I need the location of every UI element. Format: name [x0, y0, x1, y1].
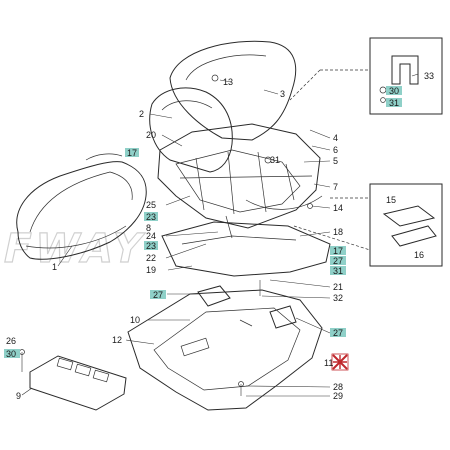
backrest-part-2 [149, 87, 233, 173]
callout-27-left: 27 [153, 290, 163, 300]
rear-cushion-part-3 [169, 40, 297, 141]
underbody-panel-part-12 [127, 285, 323, 411]
callout-17-right: 17 [333, 246, 343, 256]
watermark: GFWAY [0, 224, 151, 271]
inset-bracket [289, 37, 443, 115]
callout-27-right: 27 [333, 328, 343, 338]
callout-14: 14 [333, 203, 343, 213]
callout-10: 10 [130, 315, 140, 325]
callout-31-right: 31 [333, 266, 343, 276]
callout-7: 7 [333, 182, 338, 192]
inset-gasket [293, 183, 443, 267]
callout-4: 4 [333, 133, 338, 143]
callout-30-right: 27 [333, 256, 343, 266]
callout-9: 9 [16, 391, 21, 401]
red-marker-icon [331, 353, 349, 371]
callout-8: 8 [146, 223, 151, 233]
callout-3: 3 [280, 89, 285, 99]
callout-20: 20 [146, 130, 156, 140]
callout-30-left: 30 [6, 349, 16, 359]
callout-19: 19 [146, 265, 156, 275]
callout-17-left: 17 [127, 148, 137, 158]
callout-15: 15 [386, 195, 396, 205]
callout-11: 11 [324, 358, 333, 368]
callout-24: 24 [146, 231, 156, 241]
callout-28: 28 [333, 382, 343, 392]
callout-23-upper: 23 [146, 212, 156, 222]
callout-26: 26 [6, 336, 16, 346]
fasteners [19, 74, 313, 396]
callout-25: 25 [146, 200, 156, 210]
callout-33: 32 [333, 293, 343, 303]
rear-frame [157, 123, 323, 239]
callout-13: 13 [223, 77, 233, 87]
leader-lines [21, 73, 419, 397]
callout-31-inset: 31 [389, 98, 399, 108]
callout-16: 16 [414, 250, 424, 260]
seat-part-1 [16, 153, 147, 260]
callout-23-lower: 23 [146, 241, 156, 251]
callout-2: 2 [139, 109, 144, 119]
tray-part-9 [29, 355, 127, 411]
callout-6: 6 [333, 145, 338, 155]
callout-1: 1 [52, 262, 57, 272]
callout-5: 5 [333, 156, 338, 166]
callout-32: 31 [270, 155, 280, 165]
callout-21: 21 [333, 282, 343, 292]
callout-34: 33 [424, 71, 434, 81]
callout-18: 18 [333, 227, 343, 237]
callout-labels: 1 2 3 4 6 5 7 9 10 12 13 14 15 16 18 19 … [4, 71, 434, 401]
callout-30-inset: 30 [389, 86, 399, 96]
callout-29: 29 [333, 391, 343, 401]
callout-12: 12 [112, 335, 122, 345]
callout-22: 22 [146, 253, 156, 263]
lower-tray [161, 221, 331, 277]
